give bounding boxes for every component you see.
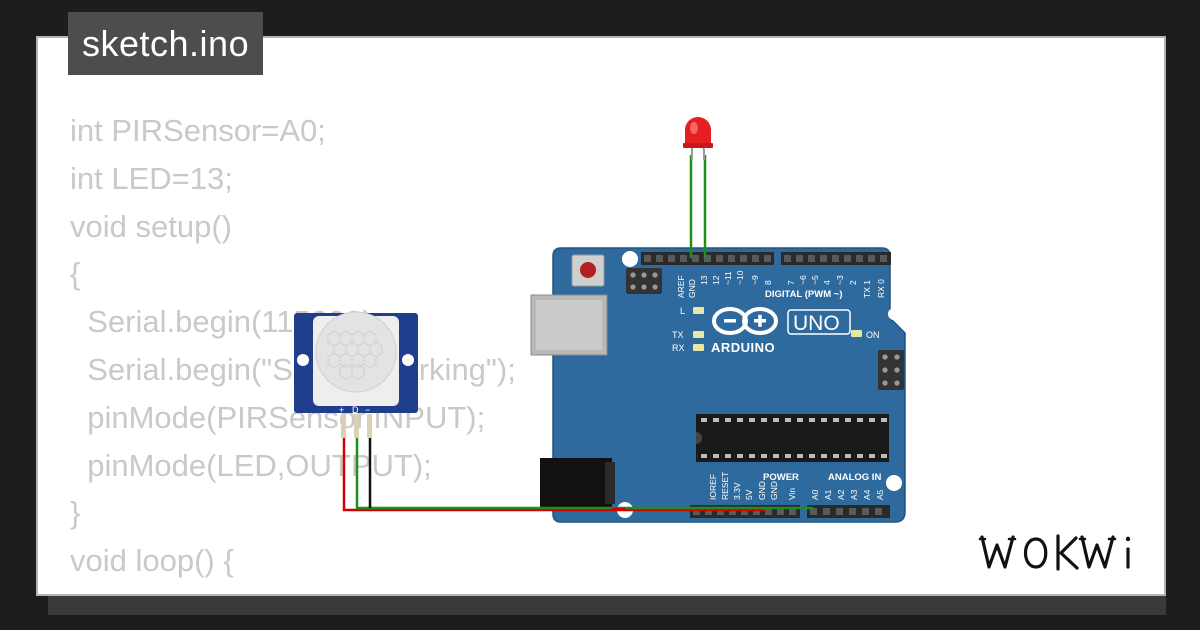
- pin-label-7: 7: [786, 280, 796, 285]
- led-label-rx: RX: [672, 343, 685, 353]
- wire-pir-signal[interactable]: [355, 438, 813, 510]
- pir-pin: [354, 414, 359, 438]
- pir-mount-hole: [402, 354, 414, 366]
- code-line: void loop() {: [70, 543, 234, 579]
- pin-label-rx: RX 0: [876, 279, 886, 298]
- pir-sensor[interactable]: + D −: [294, 311, 418, 438]
- usb-connector: [530, 294, 608, 356]
- pin-label-a4: A4: [862, 489, 872, 500]
- frame-shadow: [48, 593, 1166, 615]
- pin-label-a3: A3: [849, 489, 859, 500]
- bottom-pin-labels: IOREF RESET 3.3V 5V GND GND Vin A0 A1 A2…: [708, 472, 885, 500]
- analog-label: ANALOG IN: [828, 472, 881, 483]
- icsp-header-right: [878, 350, 904, 390]
- pir-pin: [341, 414, 346, 438]
- uno-badge: UNO: [787, 309, 851, 335]
- pin-label-reset: RESET: [720, 472, 730, 500]
- pir-pin-label-d: D: [352, 405, 359, 415]
- power-label: POWER: [763, 472, 799, 483]
- arduino-logo-icon: [712, 307, 778, 335]
- led-highlight: [690, 122, 698, 134]
- code-line: {: [70, 256, 81, 292]
- icsp-header-left: [626, 268, 662, 294]
- pin-label-a0: A0: [810, 489, 820, 500]
- board-brand-text: ARDUINO: [711, 340, 775, 355]
- wokwi-logo: [978, 534, 1131, 571]
- pir-mount-hole: [297, 354, 309, 366]
- pin-label-8: 8: [763, 280, 773, 285]
- pin-label-9: ~9: [750, 275, 760, 285]
- pin-label-3: ~3: [835, 275, 845, 285]
- pin-label-gnd2: GND: [769, 481, 779, 500]
- pin-label-aref: AREF: [676, 275, 686, 298]
- pin-label-a1: A1: [823, 489, 833, 500]
- led-label-l: L: [680, 306, 685, 316]
- led-label-tx: TX: [672, 330, 684, 340]
- pin-label-a2: A2: [836, 489, 846, 500]
- pir-pin-label-vcc: +: [339, 405, 344, 415]
- pin-label-2: 2: [848, 280, 858, 285]
- pin-label-10: ~10: [735, 270, 745, 285]
- pin-label-tx: TX 1: [862, 280, 872, 298]
- pin-label-gnd: GND: [687, 279, 697, 298]
- file-tab[interactable]: sketch.ino: [68, 12, 264, 75]
- led-rim: [683, 143, 713, 148]
- mount-hole: [888, 308, 900, 320]
- code-line: pinMode(LED,OUTPUT);: [70, 447, 432, 483]
- digital-header-right[interactable]: [781, 252, 891, 265]
- pir-lens-pattern: [327, 330, 383, 380]
- led-label-on: ON: [866, 330, 880, 340]
- tx-led: [693, 331, 704, 338]
- reset-button[interactable]: [571, 254, 605, 287]
- led-body: [685, 117, 711, 145]
- analog-header[interactable]: [807, 505, 890, 518]
- pin-label-gnd1: GND: [757, 481, 767, 500]
- pir-lens: [315, 311, 397, 393]
- pin-label-4: 4: [822, 280, 832, 285]
- pir-pin-label-gnd: −: [365, 405, 370, 415]
- board-model-text: UNO: [793, 312, 840, 335]
- top-pin-labels: AREF GND 13 12 ~11 ~10 ~9 8 7 ~6 ~5 4 ~3…: [676, 270, 886, 298]
- pin-label-6: ~6: [798, 275, 808, 285]
- mount-hole: [886, 475, 902, 491]
- code-line: }: [70, 495, 81, 531]
- atmega-chip: [696, 414, 889, 462]
- rx-led: [693, 344, 704, 351]
- pin-label-5: ~5: [810, 275, 820, 285]
- code-line: void setup(): [70, 208, 232, 244]
- code-line: pinMode(PIRSensor,INPUT);: [70, 399, 486, 435]
- pin-label-a5: A5: [875, 489, 885, 500]
- pin-label-11: ~11: [723, 271, 733, 285]
- code-line: int PIRSensor=A0;: [70, 113, 326, 148]
- digital-header-label: DIGITAL (PWM ~): [765, 289, 843, 300]
- l-led: [693, 307, 704, 314]
- pin-label-5v: 5V: [744, 489, 754, 500]
- power-jack: [540, 458, 615, 508]
- pin-label-vin: Vin: [787, 488, 797, 500]
- code-line: int LED=13;: [70, 160, 233, 196]
- on-led: [851, 330, 862, 337]
- red-led[interactable]: [683, 117, 713, 258]
- digital-header-left[interactable]: [641, 252, 774, 265]
- pin-label-12: 12: [711, 275, 721, 285]
- mount-hole: [622, 251, 638, 267]
- arduino-uno-board[interactable]: AREF GND 13 12 ~11 ~10 ~9 8 7 ~6 ~5 4 ~3…: [530, 247, 906, 523]
- pir-pin: [367, 414, 372, 438]
- pin-label-13: 13: [699, 275, 709, 285]
- pin-label-ioref: IOREF: [708, 474, 718, 500]
- pin-label-3v3: 3.3V: [732, 482, 742, 500]
